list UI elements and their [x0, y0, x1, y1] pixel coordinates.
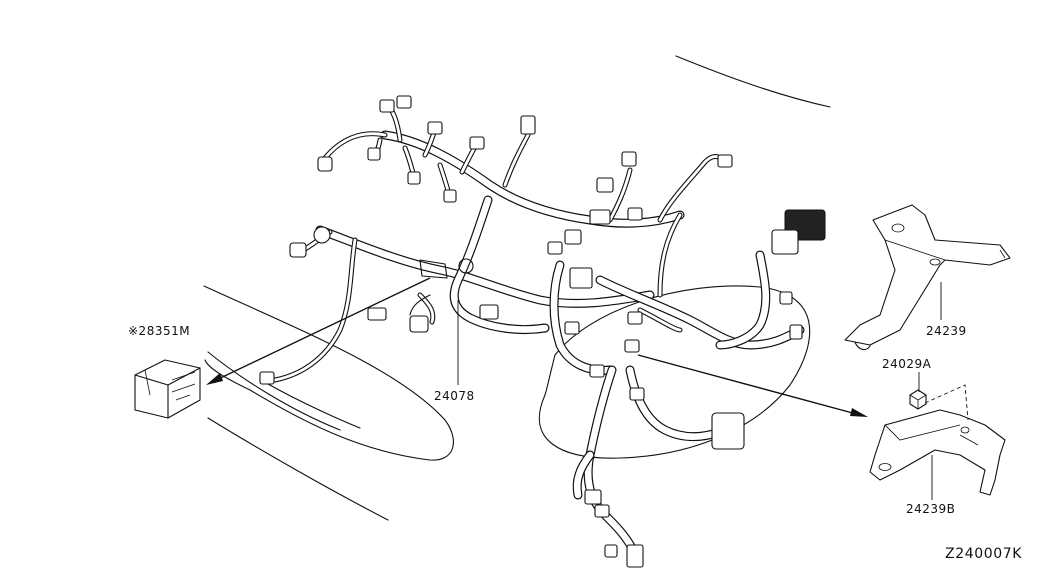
harness-trunks	[315, 130, 805, 553]
bracket-label: 24239	[926, 324, 967, 338]
harness-label: 24078	[434, 389, 475, 403]
relay-box-label: ※28351M	[128, 324, 190, 338]
harness-group-outline	[539, 285, 811, 459]
diagram-code: Z240007K	[945, 546, 1022, 562]
pointer-arrows	[206, 277, 868, 417]
bolt-part	[909, 389, 927, 410]
relay-box-part	[134, 359, 201, 419]
connectors	[259, 95, 826, 568]
bolt-label: 24029A	[882, 357, 932, 371]
body-outline	[203, 55, 831, 521]
harness-branches	[272, 105, 725, 383]
bracket-b-label: 24239B	[906, 502, 955, 516]
leader-lines	[457, 282, 969, 500]
bracket-part	[844, 204, 1011, 351]
bracket-b-part	[869, 409, 1006, 496]
